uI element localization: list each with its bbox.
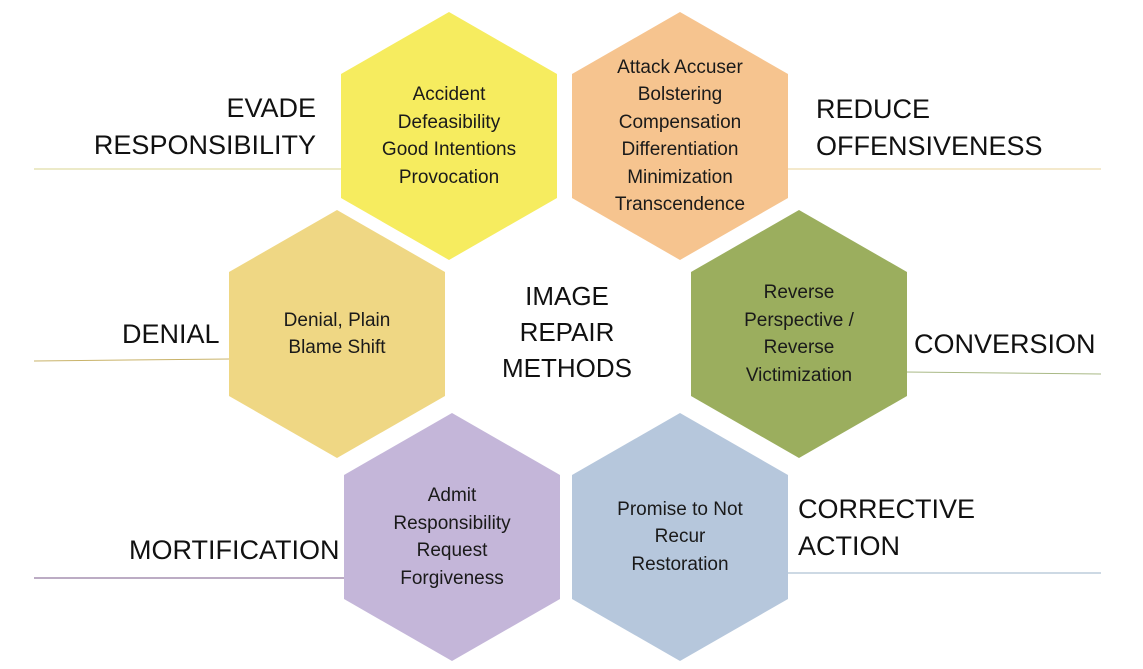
hexagon-text: Promise to Not Recur Restoration <box>617 496 743 579</box>
category-label-line: ACTION <box>798 531 901 561</box>
method-restoration: Restoration <box>631 553 729 575</box>
method-forgiveness: Forgiveness <box>400 567 504 589</box>
method-victimization: Victimization <box>745 364 853 386</box>
title-line-3: METHODS <box>502 353 632 383</box>
hexagon-text: Accident Defeasibility Good Intentions P… <box>382 81 516 191</box>
category-corrective-action: CORRECTIVE ACTION <box>798 491 975 565</box>
method-denial-plain: Denial, Plain <box>283 309 391 331</box>
method-differentiation: Differentiation <box>621 139 739 160</box>
method-responsibility: Responsibility <box>393 512 511 534</box>
diagram-title: IMAGE REPAIR METHODS <box>486 278 648 386</box>
category-label-line: REDUCE <box>816 94 931 124</box>
category-label-line: CORRECTIVE <box>798 494 976 524</box>
method-perspective: Perspective / <box>744 309 854 331</box>
category-label-line: CONVERSION <box>914 329 1096 359</box>
title-line-1: IMAGE <box>525 281 609 311</box>
method-bolstering: Bolstering <box>637 84 723 105</box>
hexagon-text: Denial, Plain Blame Shift <box>284 307 391 362</box>
category-mortification: MORTIFICATION <box>129 532 340 569</box>
hexagon-text: Attack Accuser Bolstering Compensation D… <box>615 54 745 219</box>
category-label-line: RESPONSIBILITY <box>93 130 316 160</box>
hexagon-text: Reverse Perspective / Reverse Victimizat… <box>744 279 854 389</box>
method-reverse-2: Reverse <box>763 337 835 358</box>
method-reverse: Reverse <box>763 282 835 303</box>
method-attack-accuser: Attack Accuser <box>617 56 743 78</box>
category-conversion: CONVERSION <box>914 326 1096 363</box>
connector-line-conversion <box>904 371 1102 375</box>
connector-line-denial <box>33 358 231 362</box>
method-promise-to-not: Promise to Not <box>617 498 743 520</box>
method-provocation: Provocation <box>398 166 500 188</box>
method-minimization: Minimization <box>627 166 733 188</box>
category-reduce-offensiveness: REDUCE OFFENSIVENESS <box>816 91 1043 165</box>
category-label-line: OFFENSIVENESS <box>816 131 1043 161</box>
method-compensation: Compensation <box>618 111 742 133</box>
hexagon-text: Admit Responsibility Request Forgiveness <box>393 482 510 592</box>
title-line-2: REPAIR <box>519 317 615 347</box>
method-good-intentions: Good Intentions <box>381 139 517 160</box>
method-defeasibility: Defeasibility <box>397 111 501 133</box>
method-admit: Admit <box>427 485 477 506</box>
method-transcendence: Transcendence <box>614 194 746 215</box>
method-request: Request <box>416 540 488 561</box>
method-recur: Recur <box>654 526 706 548</box>
category-denial: DENIAL <box>122 316 220 353</box>
category-label-line: DENIAL <box>122 319 220 349</box>
category-label-line: MORTIFICATION <box>129 535 340 565</box>
method-blame-shift: Blame Shift <box>288 337 386 358</box>
category-label-line: EVADE <box>226 93 316 123</box>
category-evade-responsibility: EVADE RESPONSIBILITY <box>60 90 316 164</box>
method-accident: Accident <box>412 84 486 105</box>
